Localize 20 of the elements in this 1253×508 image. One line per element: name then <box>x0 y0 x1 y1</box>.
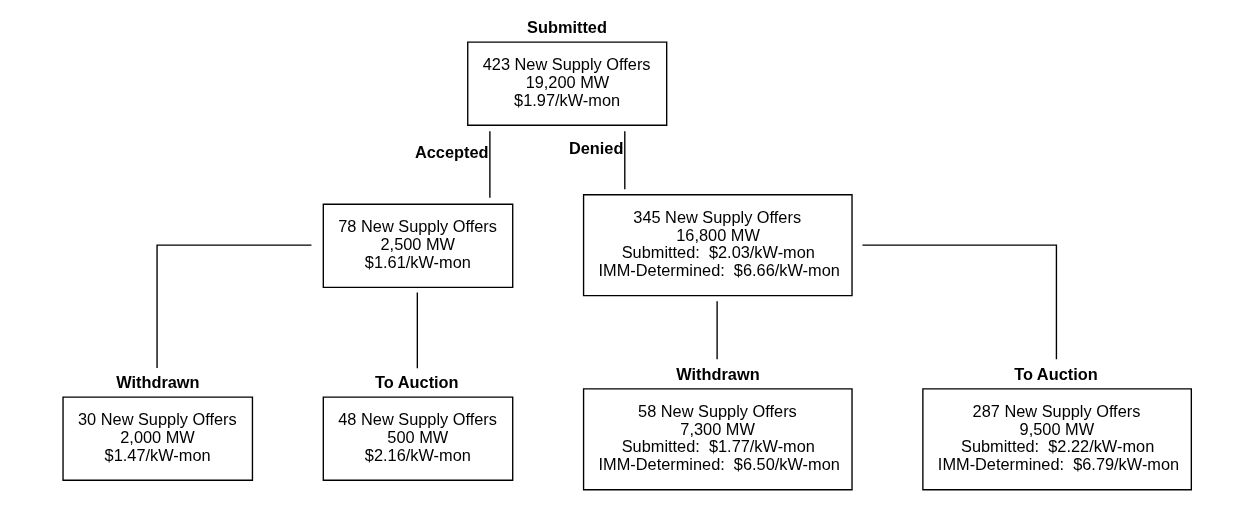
connector <box>416 291 418 369</box>
node-box: 287 New Supply Offers 9,500 MW Submitted: $2.22/kW-mon IMM-Determined: $6.79/kW-mon <box>922 388 1192 491</box>
connector <box>861 244 1058 360</box>
node-box: 345 New Supply Offers 16,800 MW Submitted: $2.03/kW-mon IMM-Determined: $6.66/kW-mon <box>582 194 853 297</box>
node-box: 30 New Supply Offers 2,000 MW $1.47/kW-mon <box>62 396 254 481</box>
node-label: Submitted <box>527 18 607 37</box>
node-box: 423 New Supply Offers 19,200 MW $1.97/kW-mon <box>467 41 668 126</box>
connector <box>624 130 626 190</box>
node-label: To Auction <box>375 373 459 392</box>
node-box: 48 New Supply Offers 500 MW $2.16/kW-mon <box>322 396 514 481</box>
edge-label: Accepted <box>414 143 489 162</box>
node-label: To Auction <box>1014 365 1098 384</box>
node-box: 58 New Supply Offers 7,300 MW Submitted: $1.77/kW-mon IMM-Determined: $6.50/kW-mon <box>582 388 853 491</box>
edge-label: Denied <box>568 139 624 158</box>
connector <box>489 130 491 199</box>
connector <box>716 300 718 360</box>
node-label: Withdrawn <box>116 373 200 392</box>
connector <box>156 244 313 369</box>
node-box: 78 New Supply Offers 2,500 MW $1.61/kW-mon <box>322 203 514 289</box>
node-label: Withdrawn <box>676 365 760 384</box>
